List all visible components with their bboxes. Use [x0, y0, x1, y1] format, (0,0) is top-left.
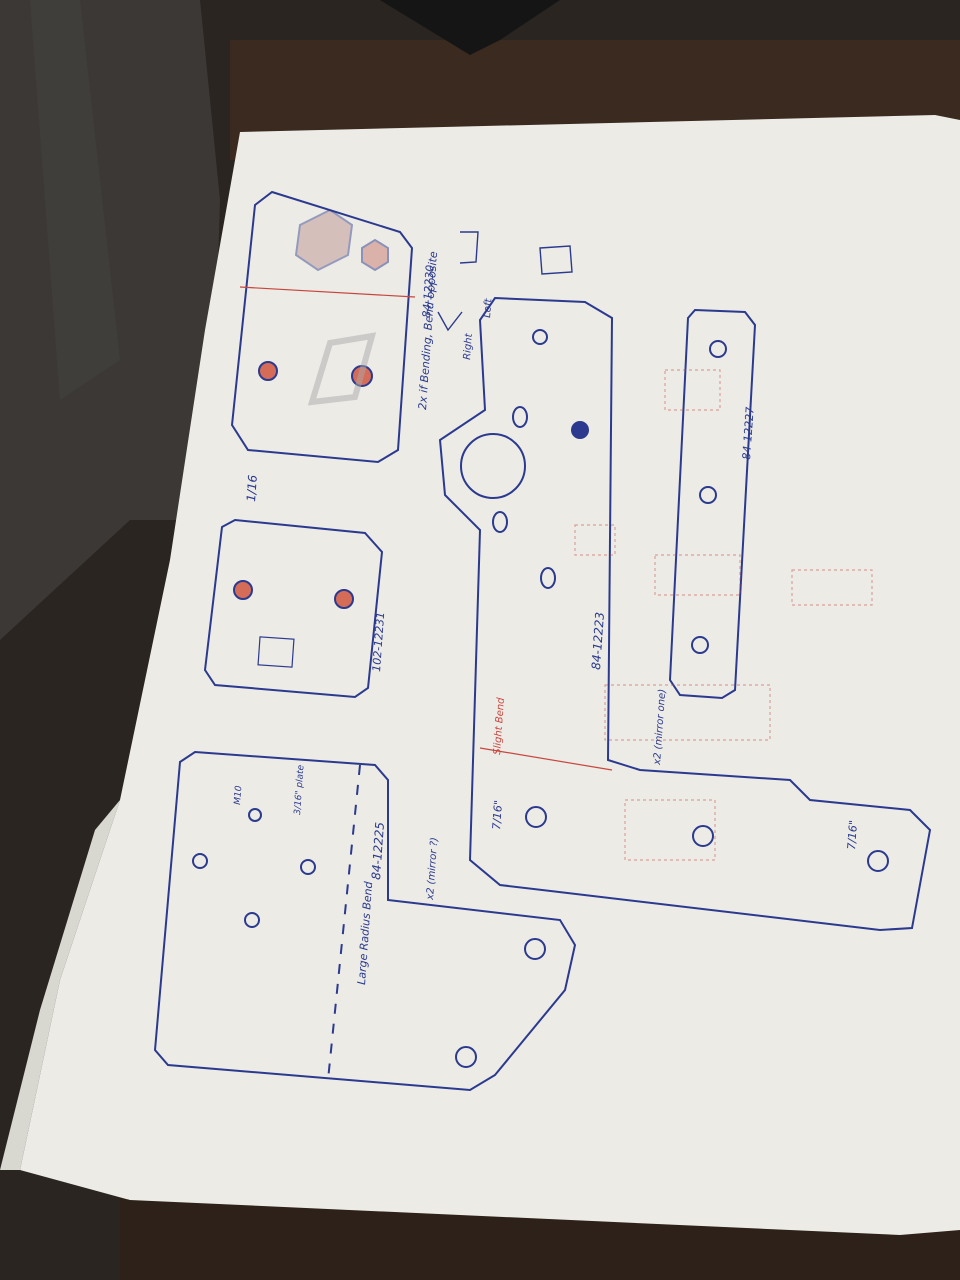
dark-object-top: [380, 0, 560, 55]
label-7-16-b: 7/16": [845, 820, 860, 851]
hex-hole-large: [294, 208, 354, 272]
hole-11mm-c: [233, 580, 253, 600]
hole-11mm-d: [334, 589, 354, 609]
part-84-12227: [668, 308, 757, 700]
label-right: Right: [462, 332, 475, 360]
label-plate: 3/16" plate: [293, 764, 306, 815]
label-84-12223: 84-12223: [589, 612, 607, 671]
label-slight-bend: Slight Bend: [492, 697, 507, 756]
label-m10-a: M10: [233, 785, 244, 805]
label-left: Left: [482, 297, 494, 318]
part-102-12231: [203, 518, 384, 699]
part-84-12230: [230, 190, 416, 464]
hole-11mm-a: [258, 361, 278, 381]
sketch-brackets: [437, 231, 573, 332]
part-84-12223: [438, 296, 932, 932]
label-7-16-a: 7/16": [490, 800, 505, 831]
label-84-12225: 84-12225: [369, 822, 387, 881]
erased-sketches: [574, 369, 873, 861]
label-x2-mirror-one: x2 (mirror one): [652, 689, 668, 767]
part-84-12225: [153, 750, 577, 1092]
label-84-12230: 84-12230: [420, 264, 437, 318]
paper-shadow-left: [0, 800, 120, 1170]
label-102-12231: 102-12231: [370, 611, 387, 672]
bend-line: [327, 764, 361, 1081]
label-1-16: 1/16: [244, 474, 260, 502]
slight-bend-line: [479, 747, 613, 771]
hex-hole-small: [361, 238, 389, 272]
paper-sheet: [20, 115, 960, 1235]
label-84-12227: 84-12227: [740, 406, 757, 460]
label-mirror: x2 (mirror ?): [425, 837, 440, 901]
curtain-fold: [30, 0, 120, 400]
large-center-hole: [460, 433, 526, 499]
